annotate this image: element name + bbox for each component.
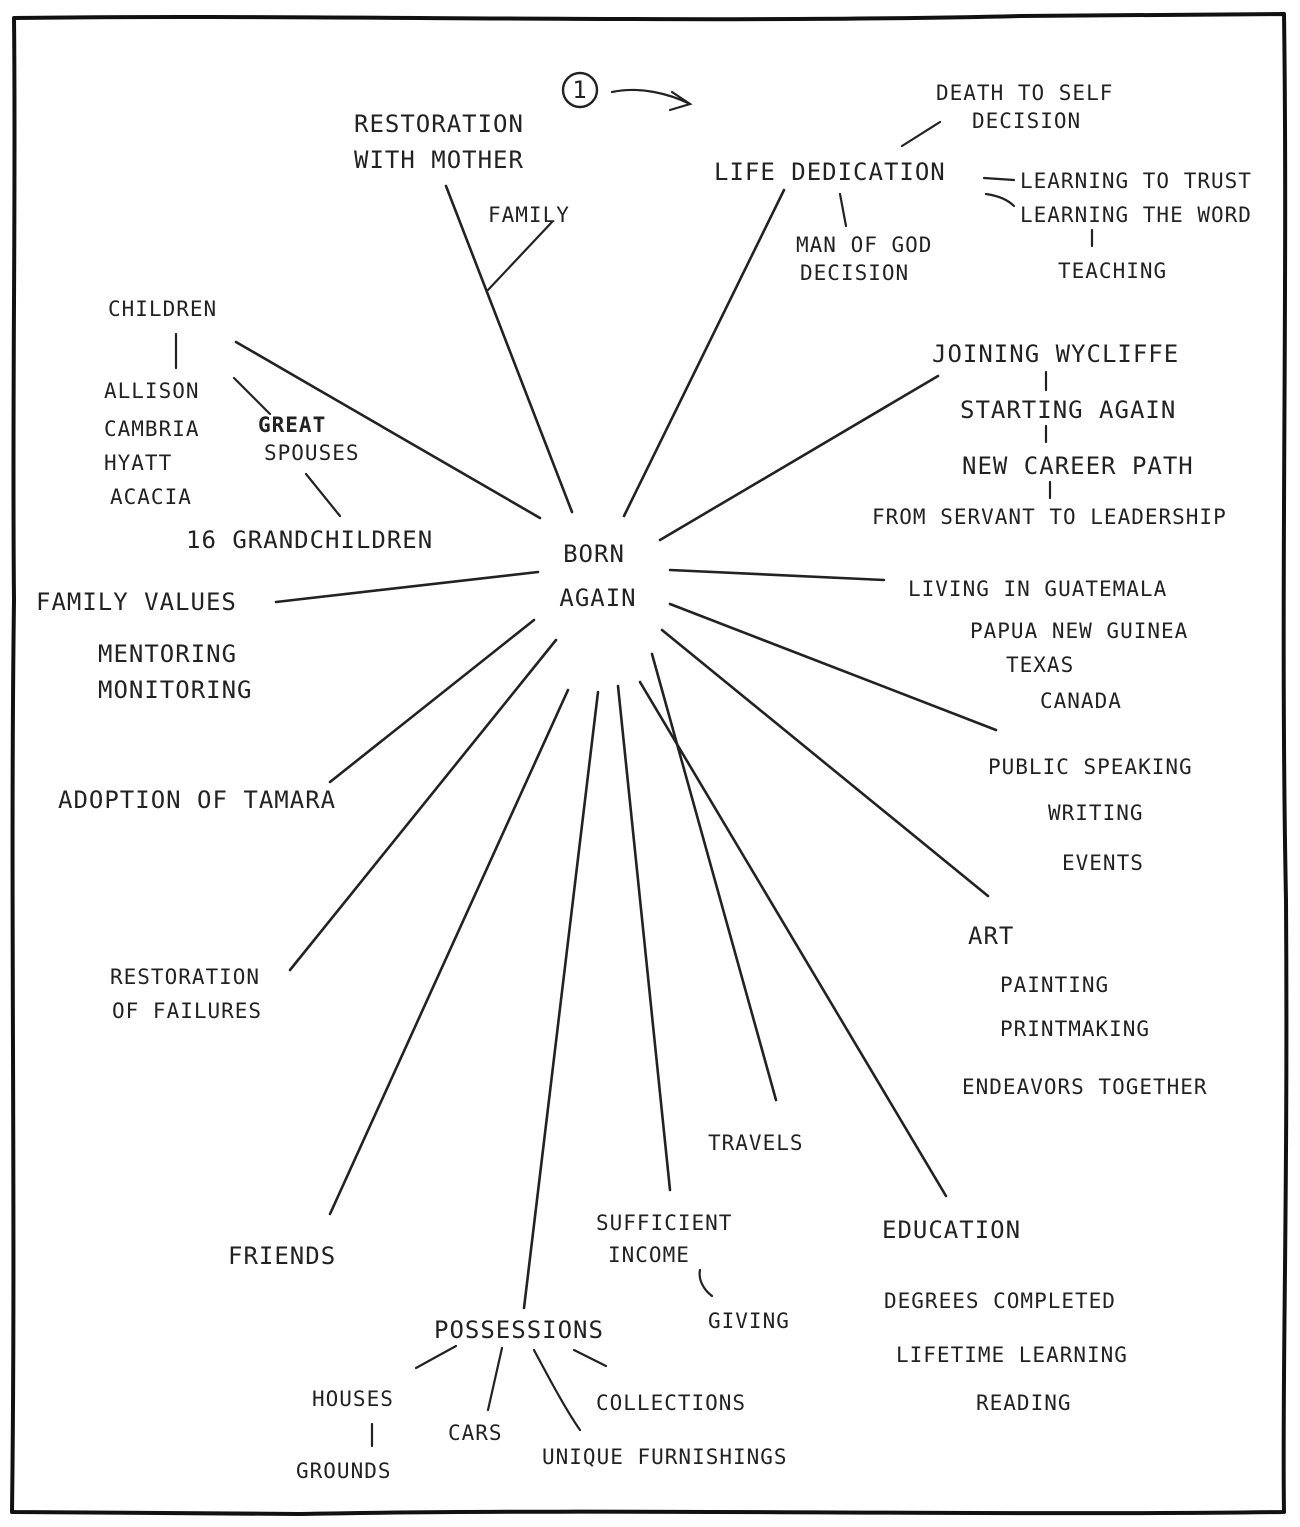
- great-spouses-line-2: SPOUSES: [264, 441, 360, 465]
- center-label-line-2: AGAIN: [559, 584, 636, 612]
- restoration-mother-line-1: RESTORATION: [354, 110, 524, 138]
- marker-number: 1: [572, 76, 587, 104]
- great-spouses-line-1: GREAT: [258, 413, 326, 437]
- family-label: FAMILY: [488, 203, 570, 227]
- living-line-1: LIVING IN GUATEMALA: [908, 577, 1167, 601]
- spoke-life-dedication: [622, 188, 786, 518]
- spoke-friends: [328, 688, 570, 1216]
- center-label-line-1: BORN: [563, 540, 625, 568]
- spoke-adoption: [328, 618, 536, 784]
- spoke-family-values: [274, 570, 540, 604]
- death-to-self-line-1: DEATH TO SELF: [936, 81, 1113, 105]
- man-of-god-connector: [838, 192, 848, 228]
- spokes: [234, 184, 998, 1310]
- spoke-art: [660, 628, 990, 898]
- furnishings-connector: [532, 1348, 582, 1432]
- grounds-label: GROUNDS: [296, 1459, 392, 1483]
- giving-label: GIVING: [708, 1309, 790, 1333]
- speaking-line-2: WRITING: [1048, 801, 1144, 825]
- spoke-restoration-mother: [444, 184, 574, 514]
- collections-label: COLLECTIONS: [596, 1391, 746, 1415]
- death-to-self-connector: [900, 120, 942, 148]
- children-label: CHILDREN: [108, 297, 217, 321]
- marker-arrow-head: [668, 90, 693, 112]
- learning-trust-label: LEARNING TO TRUST: [1020, 169, 1252, 193]
- collections-connector: [572, 1348, 608, 1368]
- restoration-failures-line-2: OF FAILURES: [112, 999, 262, 1023]
- education-label: EDUCATION: [882, 1216, 1021, 1244]
- connectors: [174, 88, 1094, 1448]
- wycliffe-line-4: FROM SERVANT TO LEADERSHIP: [872, 505, 1227, 529]
- family-values-label: FAMILY VALUES: [36, 588, 237, 616]
- adoption-label: ADOPTION OF TAMARA: [58, 786, 336, 814]
- degrees-label: DEGREES COMPLETED: [884, 1289, 1116, 1313]
- child-name-2: CAMBRIA: [104, 417, 200, 441]
- restoration-mother-line-2: WITH MOTHER: [354, 146, 524, 174]
- family-tick: [486, 220, 554, 292]
- man-of-god-line-1: MAN OF GOD: [796, 233, 932, 257]
- furnishings-label: UNIQUE FURNISHINGS: [542, 1445, 788, 1469]
- speaking-line-3: EVENTS: [1062, 851, 1144, 875]
- wycliffe-line-1: JOINING WYCLIFFE: [932, 340, 1179, 368]
- wycliffe-line-3: NEW CAREER PATH: [962, 452, 1194, 480]
- monitoring-label: MONITORING: [98, 676, 253, 704]
- trust-connector: [982, 176, 1016, 182]
- spoke-restoration-failures: [288, 638, 558, 972]
- cars-label: CARS: [448, 1421, 503, 1445]
- endeavors-label: ENDEAVORS TOGETHER: [962, 1075, 1208, 1099]
- mentoring-label: MENTORING: [98, 640, 237, 668]
- child-name-3: HYATT: [104, 451, 172, 475]
- giving-connector: [698, 1268, 714, 1298]
- possessions-label: POSSESSIONS: [434, 1316, 604, 1344]
- art-label: ART: [968, 922, 1014, 950]
- living-line-4: CANADA: [1040, 689, 1122, 713]
- spoke-living: [668, 568, 886, 582]
- restoration-failures-line-1: RESTORATION: [110, 965, 260, 989]
- income-line-2: INCOME: [608, 1243, 690, 1267]
- houses-label: HOUSES: [312, 1387, 394, 1411]
- speaking-line-1: PUBLIC SPEAKING: [988, 755, 1193, 779]
- houses-connector: [414, 1344, 458, 1370]
- page-frame: [10, 12, 1289, 1516]
- living-line-3: TEXAS: [1006, 653, 1074, 677]
- cars-connector: [486, 1346, 504, 1412]
- learning-word-label: LEARNING THE WORD: [1020, 203, 1252, 227]
- spoke-speaking: [668, 602, 998, 732]
- wycliffe-line-2: STARTING AGAIN: [960, 396, 1176, 424]
- death-to-self-line-2: DECISION: [972, 109, 1081, 133]
- child-name-1: ALLISON: [104, 379, 200, 403]
- lifetime-learning-label: LIFETIME LEARNING: [896, 1343, 1128, 1367]
- child-name-4: ACACIA: [110, 485, 192, 509]
- living-line-2: PAPUA NEW GUINEA: [970, 619, 1188, 643]
- reading-label: READING: [976, 1391, 1072, 1415]
- friends-label: FRIENDS: [228, 1242, 336, 1270]
- travels-label: TRAVELS: [708, 1131, 804, 1155]
- teaching-label: TEACHING: [1058, 259, 1167, 283]
- grandchildren-label: 16 GRANDCHILDREN: [186, 526, 433, 554]
- spouses-connector: [232, 376, 272, 416]
- spoke-wycliffe: [658, 374, 940, 542]
- printmaking-label: PRINTMAKING: [1000, 1017, 1150, 1041]
- grandchildren-connector: [304, 472, 342, 518]
- life-dedication-label: LIFE DEDICATION: [714, 158, 946, 186]
- spoke-income: [616, 684, 672, 1192]
- painting-label: PAINTING: [1000, 973, 1109, 997]
- spoke-education: [638, 680, 948, 1198]
- spoke-children: [234, 340, 542, 520]
- income-line-1: SUFFICIENT: [596, 1211, 732, 1235]
- spoke-possessions: [522, 690, 600, 1310]
- man-of-god-line-2: DECISION: [800, 261, 909, 285]
- word-connector: [984, 192, 1016, 208]
- spoke-travels: [650, 652, 778, 1102]
- marker-circle: [561, 71, 599, 109]
